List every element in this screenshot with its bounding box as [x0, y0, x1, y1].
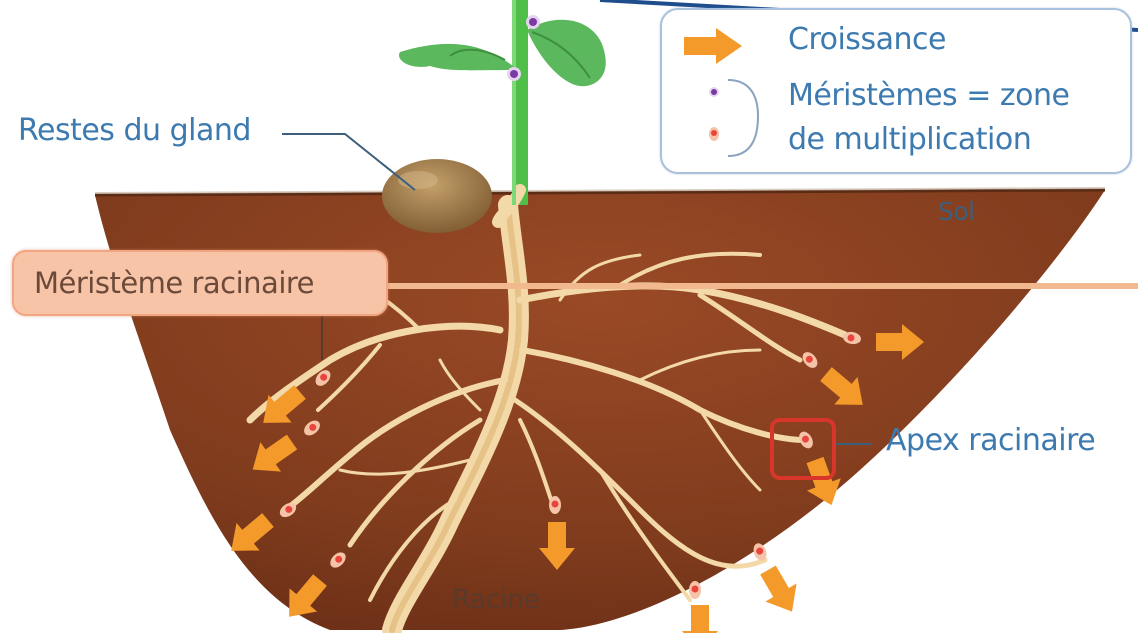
acorn-remains: [382, 159, 492, 233]
meristem-legend-icon: [702, 78, 762, 162]
legend-growth-label: Croissance: [788, 22, 946, 57]
root-label: Racine: [452, 584, 540, 615]
legend-meristems-line1: Méristèmes = zone: [788, 78, 1069, 113]
legend-box: Croissance Méristèmes = zone de multipli…: [660, 8, 1132, 174]
growth-arrow-icon: [680, 28, 752, 64]
root-meristem-label: Méristème racinaire: [34, 266, 314, 300]
root-apex-label: Apex racinaire: [886, 423, 1095, 458]
soil-label: Sol: [938, 197, 975, 226]
acorn-remains-label: Restes du gland: [18, 113, 251, 148]
plant-stem: [498, 0, 520, 222]
root-meristem-label-box: Méristème racinaire: [12, 250, 388, 316]
leaves: [399, 20, 606, 86]
legend-meristems-line2: de multiplication: [788, 122, 1031, 157]
